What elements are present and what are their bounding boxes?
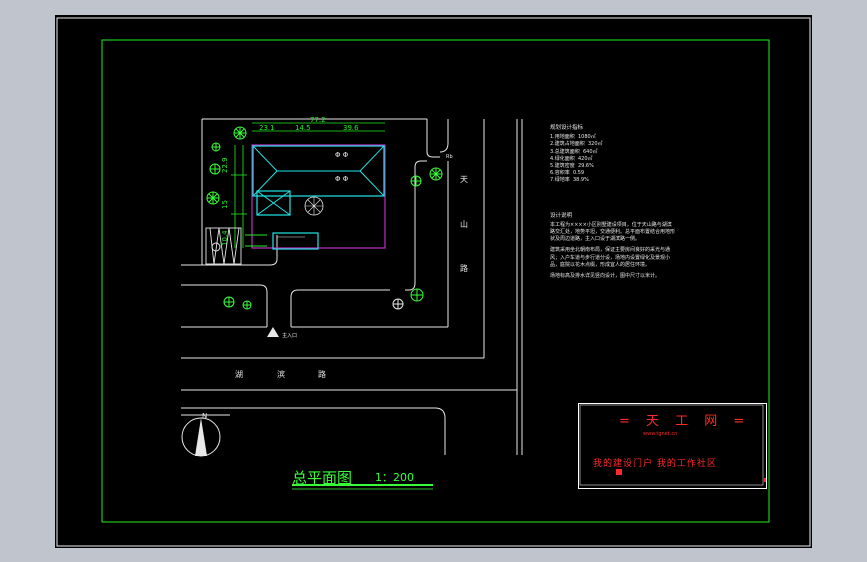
drawing-title: 总平面图	[292, 469, 353, 487]
inner-frame	[101, 39, 770, 523]
stats-row: 5.建筑密度 29.6%	[550, 163, 594, 170]
north-label: N	[202, 412, 207, 420]
stats-heading: 规划设计指标	[550, 125, 584, 131]
drawing-sheet: Φ Φ Φ Φ 77.2 23.1 14.5 39.6 22.9 15 10.4	[55, 15, 812, 548]
north-arrow-icon: N	[181, 412, 221, 457]
entrance-label: 主入口	[282, 332, 297, 339]
entrance-marker: 主入口	[267, 327, 297, 339]
stats-row: 4.绿化面积 420㎡	[550, 155, 593, 162]
road-bottom-label-3: 路	[318, 369, 326, 379]
road-bottom-label-1: 湖	[235, 370, 243, 379]
road-right-label-3: 路	[460, 263, 468, 273]
design-notes: 规划设计指标 1.用地面积 1080㎡ 2.建筑占地面积 320㎡ 3.总建筑面…	[550, 125, 675, 280]
building: Φ Φ Φ Φ	[251, 144, 386, 250]
site-marker: Rb	[446, 154, 453, 160]
dim-side-top: 22.9	[221, 157, 229, 173]
notes-heading: 设计说明	[550, 212, 573, 219]
dim-seg2: 14.5	[295, 124, 311, 132]
dim-seg3: 39.6	[343, 124, 359, 132]
svg-text:Φ Φ: Φ Φ	[335, 151, 349, 159]
titleblock-site: = 天 工 网 =	[619, 414, 751, 429]
title-block: = 天 工 网 = www.tgnet.cn 我的建设门户 我的工作社区	[578, 403, 767, 489]
road-right-label-1: 天	[460, 175, 468, 184]
drawing-scale: 1：200	[375, 471, 414, 484]
roof-main	[252, 145, 385, 197]
roof-ridge	[252, 145, 385, 197]
stats-row: 7.绿地率 38.9%	[550, 177, 589, 184]
parking-hatch	[205, 227, 267, 265]
stats-row: 2.建筑占地面积 320㎡	[550, 141, 603, 148]
dim-side-mid: 15	[221, 200, 229, 209]
annex	[272, 232, 319, 250]
stats-row: 1.用地面积 1080㎡	[550, 134, 596, 141]
outer-frame	[56, 17, 811, 547]
road-right-label-2: 山	[460, 219, 468, 229]
dim-seg1: 23.1	[259, 124, 275, 132]
dim-total: 77.2	[310, 116, 326, 124]
garage-block	[256, 190, 291, 216]
titleblock-slogan: 我的建设门户 我的工作社区	[593, 459, 717, 469]
titleblock-url[interactable]: www.tgnet.cn	[643, 431, 678, 437]
notes-paragraph: 场地标高及排水详见竖向设计，图中尺寸以米计。	[550, 273, 661, 280]
trees	[206, 126, 443, 310]
stats-row: 6.容积率 0.59	[550, 170, 585, 177]
stats-row: 3.总建筑面积 640㎡	[550, 148, 598, 155]
dim-side-low: 10.4	[221, 230, 229, 246]
dimension-lines	[231, 122, 385, 248]
svg-text:Φ Φ: Φ Φ	[335, 175, 349, 183]
notes-paragraph: 建筑采用坐北朝南布局，保证主要房间良好的采光与通风；入户车道与步行道分设，场地内…	[550, 247, 671, 268]
road-bottom-label-2: 滨	[277, 369, 285, 379]
road-lines	[181, 118, 523, 455]
site-plan-drawing: Φ Φ Φ Φ 77.2 23.1 14.5 39.6 22.9 15 10.4	[56, 17, 811, 547]
notes-paragraph: 本工程为××××小区别墅建设项目，位于天山路与湖滨路交汇处，地势平坦，交通便利。…	[550, 221, 676, 243]
